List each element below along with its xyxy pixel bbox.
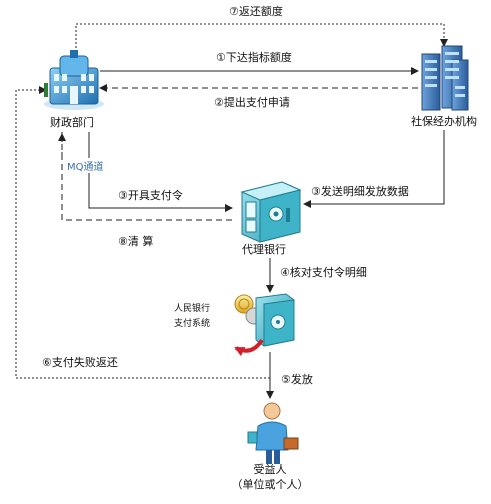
flow-step8-label: ⑧清 算 (118, 235, 154, 248)
flow-step3-finance-line (88, 132, 233, 212)
flow-step3-social-line (303, 130, 445, 208)
flow-step5-label: ⑤发放 (281, 373, 313, 386)
beneficiary-label-line2: （单位或个人） (231, 478, 309, 491)
pboc-payment-system-icon (234, 293, 295, 347)
mq-channel-label: MQ通道 (66, 158, 105, 173)
pboc-label-line1: 人民银行 (174, 304, 211, 314)
flow-step7-line (75, 23, 448, 60)
pboc-label-line2: 支付系统 (174, 319, 211, 329)
flow-step3-finance-label: ③开具支付令 (118, 189, 183, 202)
flow-step4-label: ④核对支付令明细 (280, 266, 367, 279)
flow-step3-social-label: ③发送明细发放数据 (311, 185, 409, 198)
government-building-icon (44, 50, 104, 110)
person-with-briefcase-icon (247, 402, 299, 464)
bank-vault-icon (240, 181, 302, 243)
server-cluster-icon (421, 45, 469, 111)
beneficiary-label-line1: 受益人 (253, 463, 287, 476)
flow-step7-label: ⑦返还额度 (229, 5, 283, 18)
flow-step8-line (58, 133, 232, 221)
flow-step6-line (15, 86, 270, 379)
flow-step1-label: ①下达指标额度 (216, 51, 292, 64)
flow-step6-label: ⑥支付失败返还 (42, 356, 118, 369)
social-security-label: 社保经办机构 (411, 115, 477, 128)
red-return-arrow-icon (234, 338, 264, 357)
finance-label: 财政部门 (50, 116, 94, 129)
agent-bank-label: 代理银行 (242, 243, 286, 256)
flow-step2-label: ②提出支付申请 (214, 96, 290, 109)
